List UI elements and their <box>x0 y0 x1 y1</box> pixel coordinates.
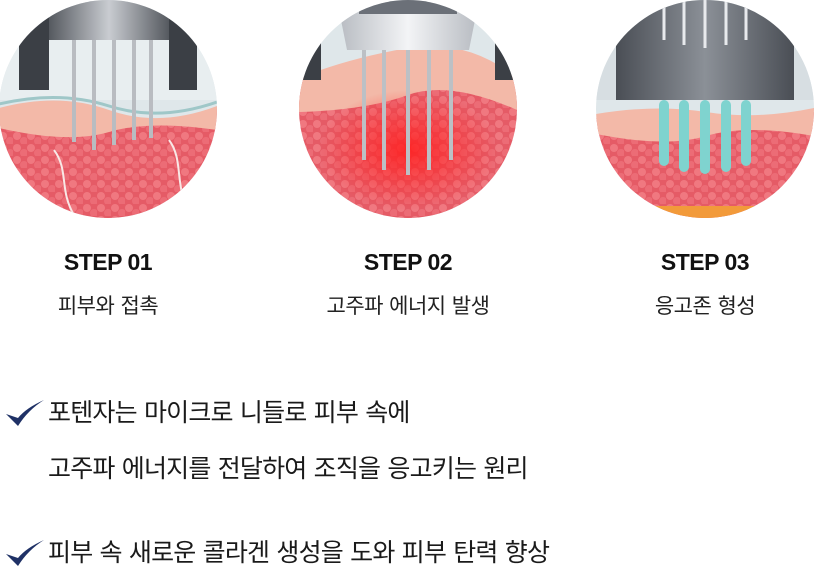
step-1-desc: 피부와 접촉 <box>57 294 159 318</box>
step-2: STEP 02 고주파 에너지 발생 <box>293 0 523 320</box>
rf-energy-illustration <box>299 0 517 218</box>
step-2-desc: 고주파 에너지 발생 <box>326 294 490 318</box>
step-2-illustration <box>299 0 517 218</box>
steps-section: STEP 01 피부와 접촉 <box>0 0 814 320</box>
checkmark-icon <box>6 400 44 426</box>
step-2-title: STEP 02 <box>363 249 453 275</box>
step-3-illustration <box>596 0 814 218</box>
step-1-title: STEP 01 <box>63 249 153 275</box>
skin-contact-illustration <box>0 0 217 218</box>
step-1-illustration <box>0 0 217 218</box>
step-3-desc: 응고존 형성 <box>654 294 756 318</box>
note-1-line-1: 포텐자는 마이크로 니들로 피부 속에 <box>48 398 410 427</box>
coagulation-illustration <box>596 0 814 218</box>
checkmark-icon <box>6 540 44 566</box>
step-3: STEP 03 응고존 형성 <box>590 0 814 320</box>
note-1-line-2: 고주파 에너지를 전달하여 조직을 응고키는 원리 <box>48 454 529 483</box>
step-1: STEP 01 피부와 접촉 <box>0 0 223 320</box>
note-2-line-1: 피부 속 새로운 콜라겐 생성을 도와 피부 탄력 향상 <box>48 538 550 567</box>
step-3-title: STEP 03 <box>660 249 750 275</box>
